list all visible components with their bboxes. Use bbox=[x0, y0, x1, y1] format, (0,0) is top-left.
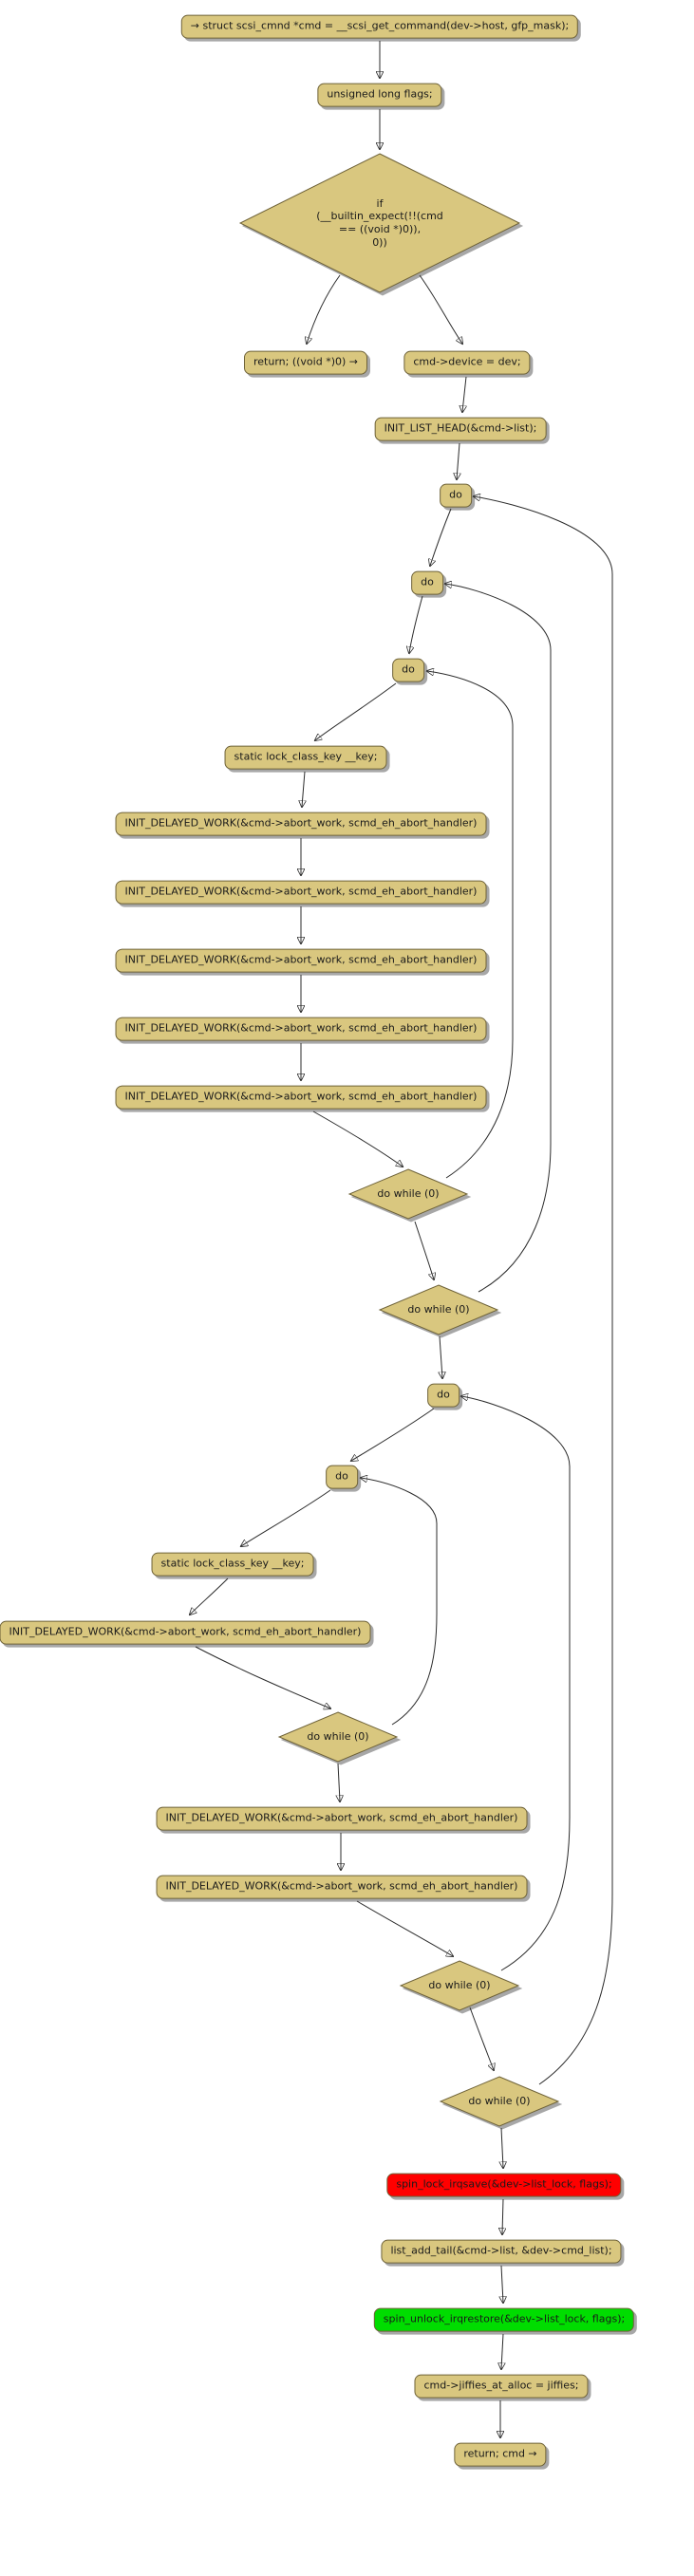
node-return-cmd: return; cmd → bbox=[454, 2442, 547, 2467]
diamond-shape bbox=[439, 2076, 560, 2127]
node-init-delayed-work-5: INIT_DELAYED_WORK(&cmd->abort_work, scmd… bbox=[115, 1085, 487, 1110]
diamond-shape bbox=[238, 153, 521, 293]
node-init-delayed-work-7: INIT_DELAYED_WORK(&cmd->abort_work, scmd… bbox=[156, 1806, 528, 1831]
node-do-5: do bbox=[326, 1465, 358, 1489]
node-init-delayed-work-3: INIT_DELAYED_WORK(&cmd->abort_work, scmd… bbox=[115, 948, 487, 973]
node-init-delayed-work-8: INIT_DELAYED_WORK(&cmd->abort_work, scmd… bbox=[156, 1875, 528, 1899]
do-while-label: do while (0) bbox=[468, 2095, 531, 2108]
node-init-delayed-work-6: INIT_DELAYED_WORK(&cmd->abort_work, scmd… bbox=[0, 1620, 371, 1645]
node-lock-class-key-1: static lock_class_key __key; bbox=[224, 745, 387, 770]
node-if-cond: if (__builtin_expect(!!(cmd == ((void *)… bbox=[237, 152, 522, 294]
node-lock-class-key-2: static lock_class_key __key; bbox=[151, 1552, 314, 1577]
node-list-add-tail: list_add_tail(&cmd->list, &dev->cmd_list… bbox=[381, 2239, 622, 2264]
do-while-label: do while (0) bbox=[307, 1730, 369, 1744]
node-do-while-1: do while (0) bbox=[347, 1167, 470, 1221]
do-while-label: do while (0) bbox=[377, 1187, 440, 1201]
node-entry: → struct scsi_cmnd *cmd = __scsi_get_com… bbox=[180, 14, 579, 39]
node-do-1: do bbox=[440, 483, 472, 508]
node-do-2: do bbox=[411, 570, 443, 595]
node-init-delayed-work-4: INIT_DELAYED_WORK(&cmd->abort_work, scmd… bbox=[115, 1017, 487, 1041]
node-do-while-5: do while (0) bbox=[438, 2075, 561, 2128]
node-return-null: return; ((void *)0) → bbox=[244, 350, 367, 375]
node-spin-unlock-irqrestore: spin_unlock_irqrestore(&dev->list_lock, … bbox=[373, 2307, 635, 2332]
node-do-3: do bbox=[392, 658, 424, 682]
node-init-list-head: INIT_LIST_HEAD(&cmd->list); bbox=[374, 417, 547, 441]
node-do-4: do bbox=[427, 1383, 460, 1408]
node-cmd-device: cmd->device = dev; bbox=[403, 350, 531, 375]
do-while-label: do while (0) bbox=[428, 1979, 491, 1992]
node-init-delayed-work-2: INIT_DELAYED_WORK(&cmd->abort_work, scmd… bbox=[115, 880, 487, 905]
do-while-label: do while (0) bbox=[407, 1303, 470, 1316]
node-init-delayed-work-1: INIT_DELAYED_WORK(&cmd->abort_work, scmd… bbox=[115, 812, 487, 836]
node-spin-lock-irqsave: spin_lock_irqsave(&dev->list_lock, flags… bbox=[386, 2173, 622, 2197]
node-do-while-2: do while (0) bbox=[377, 1283, 500, 1336]
if-cond-label: if (__builtin_expect(!!(cmd == ((void *)… bbox=[316, 196, 443, 249]
node-flags-decl: unsigned long flags; bbox=[317, 83, 442, 107]
node-do-while-4: do while (0) bbox=[398, 1959, 521, 2012]
node-jiffies-at-alloc: cmd->jiffies_at_alloc = jiffies; bbox=[414, 2374, 589, 2399]
node-do-while-3: do while (0) bbox=[276, 1710, 400, 1764]
